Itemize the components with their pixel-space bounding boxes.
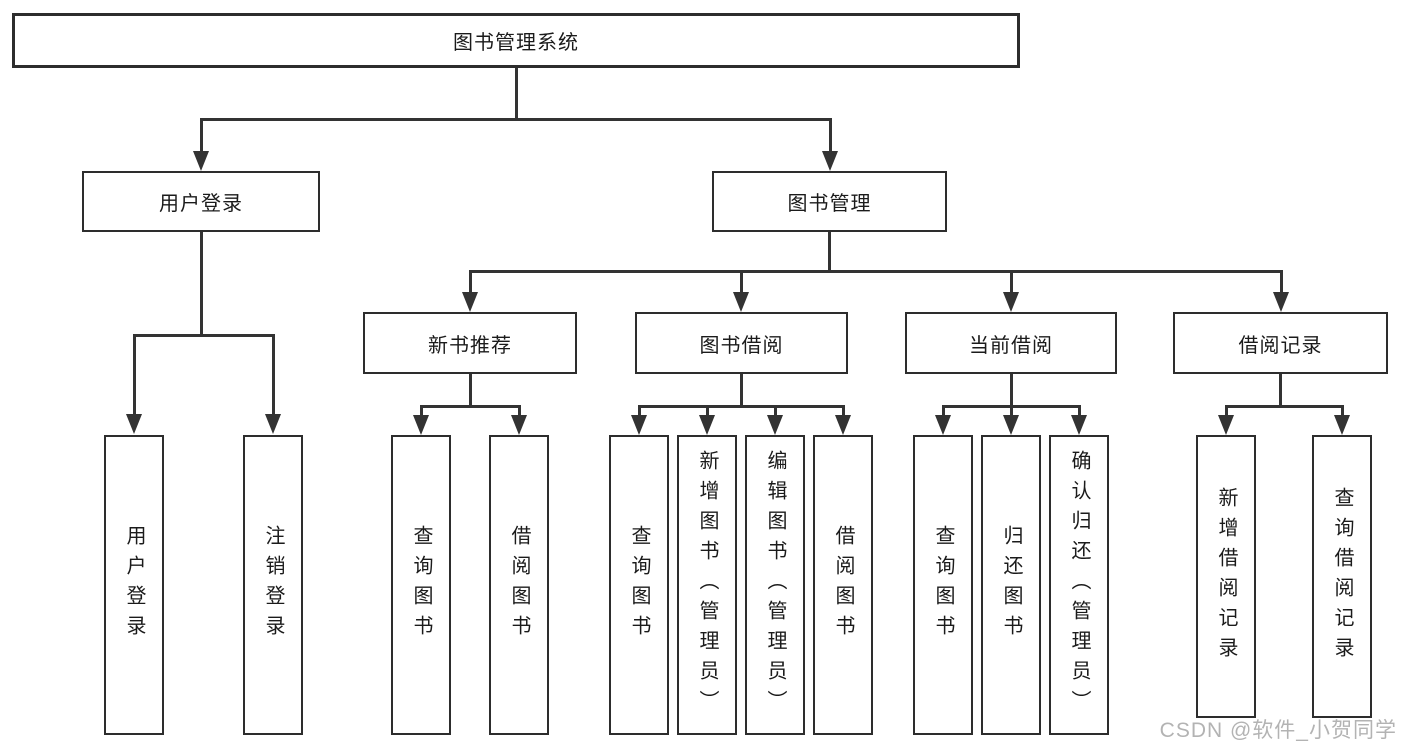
leaf-current-return-books: 归还图书 [981, 435, 1041, 735]
node-book-borrowing: 图书借阅 [635, 312, 848, 374]
arrow-down-icon [835, 415, 851, 435]
connector-line [1225, 405, 1228, 417]
connector-line [638, 405, 641, 417]
connector-line [518, 405, 521, 417]
connector-line [133, 334, 136, 415]
leaf-label: 查询图书 [932, 525, 954, 645]
connector-line [829, 118, 832, 152]
leaf-label: 归还图书 [1000, 525, 1022, 645]
arrow-down-icon [631, 415, 647, 435]
leaf-label: 查询图书 [410, 525, 432, 645]
leaf-current-query-books: 查询图书 [913, 435, 973, 735]
connector-line [200, 118, 203, 152]
leaf-borrowing-edit-books-admin: 编辑图书（管理员） [745, 435, 805, 735]
connector-line [1010, 270, 1013, 294]
leaf-recommend-query-books: 查询图书 [391, 435, 451, 735]
node-label: 用户登录 [159, 193, 243, 215]
leaf-records-query-record: 查询借阅记录 [1312, 435, 1372, 718]
connector-line [774, 405, 777, 417]
leaf-label: 查询图书 [628, 525, 650, 645]
arrow-down-icon [733, 292, 749, 312]
node-borrow-records: 借阅记录 [1173, 312, 1388, 374]
arrow-down-icon [1003, 415, 1019, 435]
arrow-down-icon [462, 292, 478, 312]
arrow-down-icon [1273, 292, 1289, 312]
node-label: 当前借阅 [969, 334, 1053, 357]
arrow-down-icon [1334, 415, 1350, 435]
leaf-borrowing-query-books: 查询图书 [609, 435, 669, 735]
node-library-system: 图书管理系统 [12, 13, 1020, 68]
node-label: 图书管理 [787, 193, 872, 215]
connector-line [1280, 270, 1283, 294]
arrow-down-icon [511, 415, 527, 435]
connector-line [420, 405, 423, 417]
connector-line [1078, 405, 1081, 417]
node-book-management: 图书管理 [712, 171, 947, 232]
leaf-logout: 注销登录 [243, 435, 303, 735]
leaf-label: 新增借阅记录 [1215, 486, 1237, 667]
leaf-borrowing-borrow-books: 借阅图书 [813, 435, 873, 735]
connector-line [842, 405, 845, 417]
connector-line [1010, 374, 1013, 408]
arrow-down-icon [1218, 415, 1234, 435]
node-label: 借阅记录 [1238, 334, 1323, 357]
arrow-down-icon [767, 415, 783, 435]
connector-line [740, 374, 743, 408]
node-user-login: 用户登录 [82, 171, 320, 232]
leaf-user-login: 用户登录 [104, 435, 164, 735]
node-label: 新书推荐 [428, 334, 512, 357]
connector-line [1341, 405, 1344, 417]
connector-line [638, 405, 845, 408]
leaf-label: 注销登录 [262, 525, 284, 645]
arrow-down-icon [1003, 292, 1019, 312]
leaf-borrowing-add-books-admin: 新增图书（管理员） [677, 435, 737, 735]
connector-line [200, 232, 203, 337]
connector-line [706, 405, 709, 417]
arrow-down-icon [822, 151, 838, 171]
connector-line [469, 374, 472, 408]
leaf-recommend-borrow-books: 借阅图书 [489, 435, 549, 735]
leaf-records-add-record: 新增借阅记录 [1196, 435, 1256, 718]
connector-line [515, 68, 518, 120]
arrow-down-icon [935, 415, 951, 435]
connector-line [420, 405, 521, 408]
leaf-label: 借阅图书 [508, 525, 530, 645]
arrow-down-icon [126, 414, 142, 434]
arrow-down-icon [699, 415, 715, 435]
node-label: 图书借阅 [699, 334, 784, 357]
connector-line [1279, 374, 1282, 408]
node-new-book-recommend: 新书推荐 [363, 312, 577, 374]
leaf-label: 用户登录 [123, 525, 145, 645]
connector-line [942, 405, 945, 417]
leaf-label: 借阅图书 [832, 525, 854, 645]
leaf-label: 新增图书（管理员） [696, 450, 718, 720]
connector-line [133, 334, 275, 337]
node-label: 图书管理系统 [453, 32, 579, 54]
arrow-down-icon [193, 151, 209, 171]
node-current-borrowing: 当前借阅 [905, 312, 1117, 374]
arrow-down-icon [413, 415, 429, 435]
leaf-label: 查询借阅记录 [1331, 486, 1353, 667]
leaf-label: 编辑图书（管理员） [764, 450, 786, 720]
csdn-watermark: CSDN @软件_小贺同学 [1159, 719, 1397, 742]
connector-line [828, 232, 831, 273]
connector-line [272, 334, 275, 415]
leaf-label: 确认归还（管理员） [1068, 450, 1090, 720]
arrow-down-icon [1071, 415, 1087, 435]
connector-line [469, 270, 472, 294]
connector-line [740, 270, 743, 294]
connector-line [469, 270, 1283, 273]
leaf-current-confirm-return-admin: 确认归还（管理员） [1049, 435, 1109, 735]
arrow-down-icon [265, 414, 281, 434]
connector-line [1010, 405, 1013, 417]
connector-line [200, 118, 831, 121]
connector-line [1225, 405, 1344, 408]
